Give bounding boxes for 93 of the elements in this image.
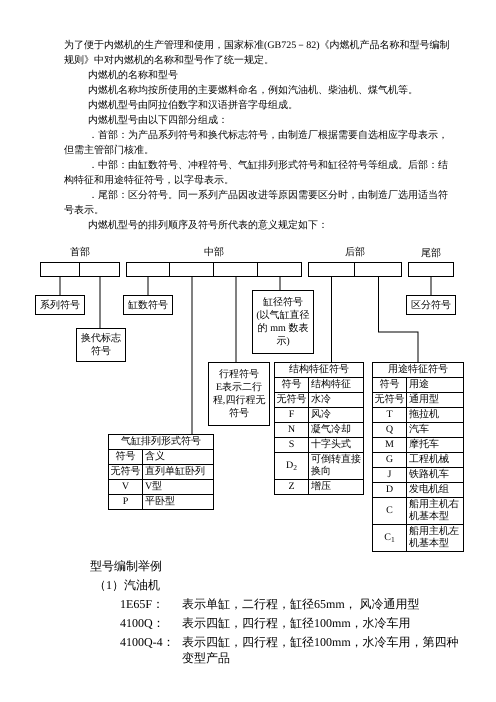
paragraph: 内燃机的名称和型号 (87, 68, 179, 83)
table-cell: 符号 (275, 378, 309, 392)
model-description: 表示四缸，四行程，缸径100mm，水冷车用，第四种变型产品 (182, 634, 460, 666)
symbol-text: (以气缸直径的 mm 数表示) (255, 309, 311, 348)
table-cell-text: 摩托车 (408, 438, 440, 452)
symbol-text: 换代标志符号 (80, 332, 122, 358)
segment-heading: 中部 (203, 247, 225, 259)
table-cell-text: 十字头式 (310, 438, 352, 452)
table-title: 气缸排列形式符号 (109, 435, 213, 450)
connector-line (430, 276, 432, 296)
paragraph: 内燃机型号的排列顺序及符号所代表的意义规定如下： (87, 218, 329, 233)
table-cell-text: 可倒转直接换向 (310, 453, 362, 479)
paragraph: 为了便于内燃机的生产管理和使用，国家标准(GB725－82)《内燃机产品名称和型号编制规则》中对内燃机的名称和型号作了统一规定。 (64, 38, 451, 68)
symbol-text: 区分符号 (411, 298, 451, 312)
segment-cell (169, 262, 214, 277)
paragraph: 内燃机名称均按所使用的主要燃料命名，例如汽油机、柴油机、煤气机等。 (87, 84, 419, 98)
segment-heading: 尾部 (420, 248, 442, 260)
model-description: 表示单缸，二行程，缸径65mm， 风冷通用型 (182, 596, 421, 612)
table-cell-text: 凝气冷却 (310, 423, 352, 437)
symbol-text: 行程符号 (219, 368, 259, 381)
model-description: 表示四缸，四行程，缸径100mm，水冷车用 (182, 615, 412, 631)
table-cell-text: 增压 (310, 480, 332, 494)
section-heading: 型号编制举例 (90, 558, 163, 574)
segment-cell (308, 262, 355, 277)
table-cell: P (109, 495, 143, 509)
table-cell: C (373, 498, 407, 524)
segment-cell (213, 262, 258, 277)
symbol-text: 缸数符号 (128, 298, 168, 312)
symbol-text: E表示二行程,四行程无符号 (212, 381, 266, 420)
symbol-text: 缸径符号 (263, 296, 303, 309)
segment-heading: 后部 (344, 247, 366, 259)
table-cell-text: 通用型 (408, 393, 440, 407)
symbol-table (274, 362, 364, 495)
segment-cell (354, 262, 402, 277)
model-code: 1E65F： (120, 596, 166, 612)
table-cell-text: 船用主机左机基本型 (408, 525, 460, 551)
table-cell: 无符号 (373, 393, 407, 407)
table-cell: M (373, 438, 407, 452)
table-cell: 符号 (109, 450, 143, 464)
table-cell-text: 平卧型 (144, 495, 176, 509)
symbol-box (406, 295, 456, 315)
table-cell: Q (373, 423, 407, 437)
paragraph: 内燃机型号由以下四部分组成： (87, 114, 229, 128)
symbol-table (372, 362, 464, 552)
table-cell-text: 汽车 (408, 423, 430, 437)
paragraph: ．中部：由缸数符号、冲程符号、气缸排列形式符号和缸径符号等组成。后部：结构特征和用途特征符号，以字母表示。 (64, 158, 449, 188)
table-cell: 无符号 (109, 465, 143, 479)
table-cell: F (275, 408, 309, 422)
segment-cell (126, 262, 170, 277)
table-cell: S (275, 438, 309, 452)
table-cell: N (275, 423, 309, 437)
table-cell: 无符号 (275, 393, 309, 407)
table-cell: 符号 (373, 378, 407, 392)
segment-cell (257, 262, 302, 277)
table-cell-text: 工程机械 (408, 453, 450, 467)
paragraph: ．首部：为产品系列符号和换代标志符号，由制造厂根据需要自选相应字母表示，但需主管部门核准。 (64, 128, 449, 158)
table-cell-text: 拖拉机 (408, 408, 440, 422)
table-cell: C$_{1}$ (373, 525, 407, 551)
paragraph: 内燃机型号由阿拉伯数字和汉语拼音字母组成。 (87, 98, 299, 113)
table-cell-text: 铁路机车 (408, 468, 450, 482)
table-cell-text: 直列单缸卧列 (144, 465, 206, 479)
connector-line (331, 276, 332, 362)
table-cell: T (373, 408, 407, 422)
table-cell-text: 含义 (144, 450, 166, 464)
segment-cell (40, 262, 80, 277)
table-cell: J (373, 468, 407, 482)
table-cell-text: 结构特征 (310, 378, 352, 392)
model-code: 4100Q： (120, 615, 166, 631)
table-title: 结构特征符号 (275, 363, 363, 378)
segment-heading: 首部 (69, 247, 91, 259)
symbol-text: 系列符号 (40, 298, 80, 312)
table-cell-text: V型 (144, 480, 164, 494)
symbol-box (252, 290, 314, 354)
table-cell-text: 风冷 (310, 408, 332, 422)
table-cell-text: 发电机组 (408, 483, 450, 497)
table-cell: D (373, 483, 407, 497)
symbol-box (208, 362, 270, 426)
table-cell-text: 用途 (408, 378, 430, 392)
symbol-table (108, 434, 214, 510)
table-cell: G (373, 453, 407, 467)
paragraph: ．尾部：区分符号。同一系列产品因改进等原因需要区分时，由制造厂选用适当符号表示。 (64, 188, 449, 218)
symbol-box (123, 295, 173, 315)
table-cell-text: 船用主机右机基本型 (408, 498, 460, 524)
table-cell: Z (275, 480, 309, 494)
segment-cell (79, 262, 120, 277)
symbol-box (35, 295, 85, 315)
table-title: 用途特征符号 (373, 363, 463, 378)
connector-line (378, 276, 418, 362)
table-cell: V (109, 480, 143, 494)
table-cell-text: 水冷 (310, 393, 332, 407)
subsection-heading: （1）汽油机 (94, 577, 161, 593)
table-cell: D$_{2}$ (275, 453, 309, 479)
model-code: 4100Q-4： (120, 634, 176, 651)
